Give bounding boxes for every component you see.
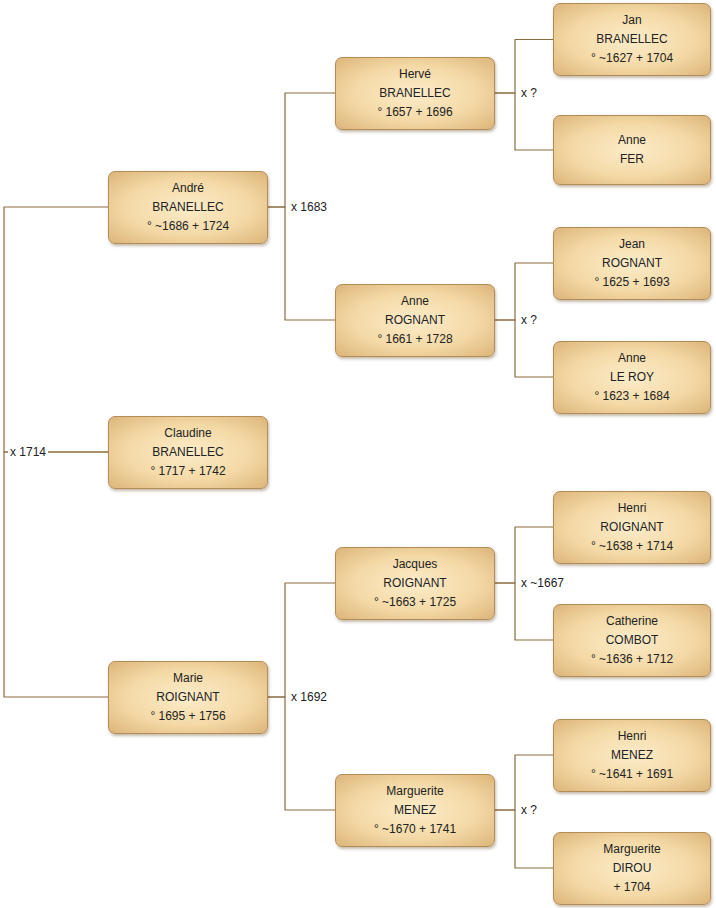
surname: MENEZ <box>342 801 488 820</box>
surname: FER <box>560 150 704 169</box>
surname: LE ROY <box>560 368 704 387</box>
marriage-label: x ? <box>519 312 539 328</box>
person-box: HervéBRANELLEC° 1657 + 1696 <box>335 57 495 130</box>
person-box: JanBRANELLEC° ~1627 + 1704 <box>553 3 711 76</box>
person-box: HenriMENEZ° ~1641 + 1691 <box>553 719 711 792</box>
given-name: Marguerite <box>560 840 704 859</box>
life-dates: + 1704 <box>560 878 704 897</box>
given-name: Jan <box>560 11 704 30</box>
given-name: Anne <box>560 349 704 368</box>
given-name: Marguerite <box>342 782 488 801</box>
person-box: MargueriteMENEZ° ~1670 + 1741 <box>335 774 495 847</box>
given-name: Henri <box>560 499 704 518</box>
life-dates: ° ~1636 + 1712 <box>560 650 704 669</box>
surname: ROIGNANT <box>342 574 488 593</box>
given-name: Henri <box>560 727 704 746</box>
person-box: MarieROIGNANT° 1695 + 1756 <box>108 661 268 734</box>
lineage-connector <box>495 93 553 150</box>
given-name: Marie <box>115 669 261 688</box>
life-dates: ° 1717 + 1742 <box>115 462 261 481</box>
surname: ROIGNANT <box>560 518 704 537</box>
given-name: Hervé <box>342 65 488 84</box>
lineage-connector <box>495 810 553 868</box>
surname: ROIGNANT <box>115 688 261 707</box>
life-dates: ° 1657 + 1696 <box>342 103 488 122</box>
person-box: AndréBRANELLEC° ~1686 + 1724 <box>108 171 268 244</box>
given-name: André <box>115 179 261 198</box>
surname: ROGNANT <box>560 254 704 273</box>
lineage-connector <box>495 583 553 640</box>
life-dates: ° 1623 + 1684 <box>560 387 704 406</box>
life-dates: ° ~1641 + 1691 <box>560 765 704 784</box>
marriage-label: x ? <box>519 802 539 818</box>
marriage-label: x ? <box>519 85 539 101</box>
lineage-connector <box>268 207 335 320</box>
lineage-connector <box>268 583 335 697</box>
person-box: ClaudineBRANELLEC° 1717 + 1742 <box>108 416 268 489</box>
given-name: Catherine <box>560 612 704 631</box>
person-box: JeanROGNANT° 1625 + 1693 <box>553 227 711 300</box>
surname: BRANELLEC <box>342 84 488 103</box>
surname: ROGNANT <box>342 311 488 330</box>
surname: BRANELLEC <box>560 30 704 49</box>
surname: DIROU <box>560 859 704 878</box>
given-name: Anne <box>560 131 704 150</box>
given-name: Jean <box>560 235 704 254</box>
given-name: Claudine <box>115 424 261 443</box>
life-dates: ° 1625 + 1693 <box>560 273 704 292</box>
lineage-connector <box>4 452 108 697</box>
given-name: Jacques <box>342 555 488 574</box>
life-dates: ° ~1670 + 1741 <box>342 820 488 839</box>
life-dates: ° 1661 + 1728 <box>342 330 488 349</box>
surname: COMBOT <box>560 631 704 650</box>
life-dates: ° ~1627 + 1704 <box>560 49 704 68</box>
life-dates: ° 1695 + 1756 <box>115 707 261 726</box>
person-box: AnneROGNANT° 1661 + 1728 <box>335 284 495 357</box>
person-box: AnneFER <box>553 115 711 185</box>
person-box: HenriROIGNANT° ~1638 + 1714 <box>553 491 711 564</box>
lineage-connector <box>268 697 335 810</box>
person-box: AnneLE ROY° 1623 + 1684 <box>553 341 711 414</box>
marriage-label: x 1683 <box>289 199 329 215</box>
surname: MENEZ <box>560 746 704 765</box>
lineage-connector <box>268 93 335 207</box>
lineage-connector <box>4 207 108 452</box>
marriage-label: x ~1667 <box>519 575 566 591</box>
person-box: CatherineCOMBOT° ~1636 + 1712 <box>553 604 711 677</box>
person-box: JacquesROIGNANT° ~1663 + 1725 <box>335 547 495 620</box>
surname: BRANELLEC <box>115 443 261 462</box>
marriage-label: x 1692 <box>289 689 329 705</box>
marriage-label: x 1714 <box>8 444 48 460</box>
surname: BRANELLEC <box>115 198 261 217</box>
life-dates: ° ~1686 + 1724 <box>115 217 261 236</box>
life-dates: ° ~1638 + 1714 <box>560 537 704 556</box>
lineage-connector <box>495 320 553 377</box>
life-dates: ° ~1663 + 1725 <box>342 593 488 612</box>
given-name: Anne <box>342 292 488 311</box>
person-box: MargueriteDIROU+ 1704 <box>553 832 711 905</box>
